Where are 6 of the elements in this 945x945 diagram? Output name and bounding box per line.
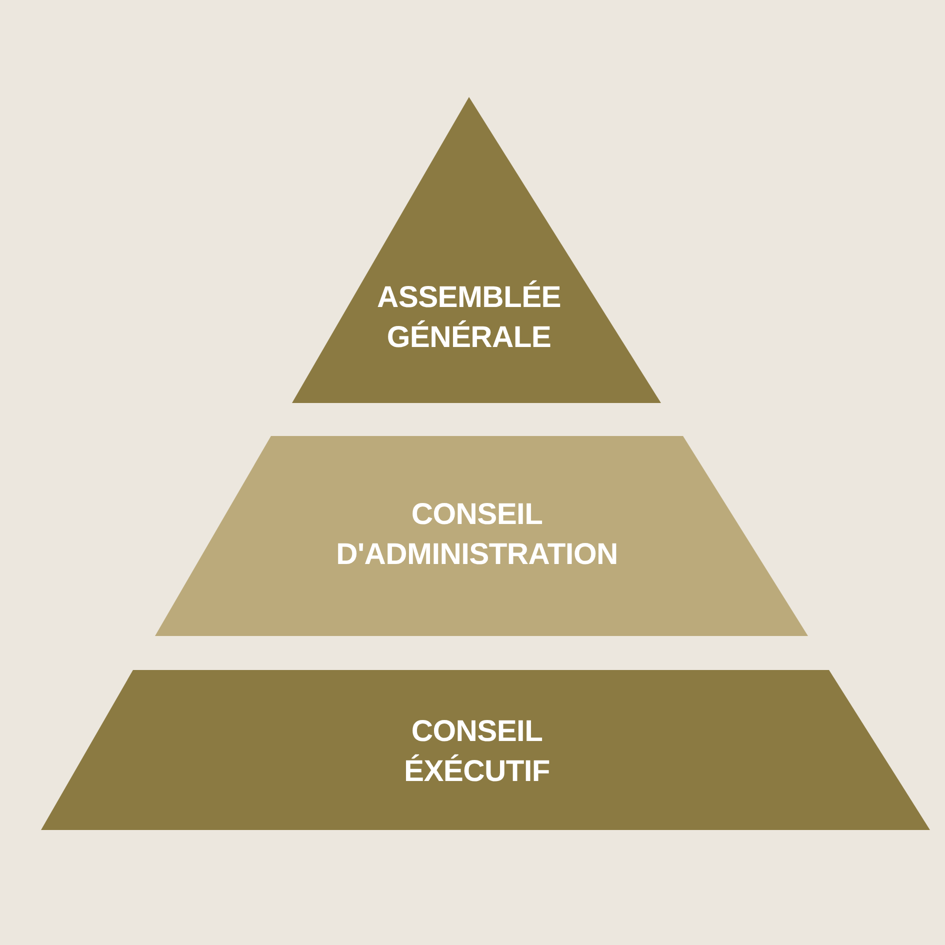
tier-label: ASSEMBLÉE GÉNÉRALE: [376, 279, 562, 356]
tier-label: CONSEIL D'ADMINISTRATION: [335, 497, 619, 573]
pyramid-base-tier: [41, 670, 930, 830]
pyramid-top-triangle: [292, 97, 661, 403]
tier-label: CONSEIL ÉXÉCUTIF: [403, 714, 551, 790]
pyramid-middle-tier: [155, 436, 808, 636]
